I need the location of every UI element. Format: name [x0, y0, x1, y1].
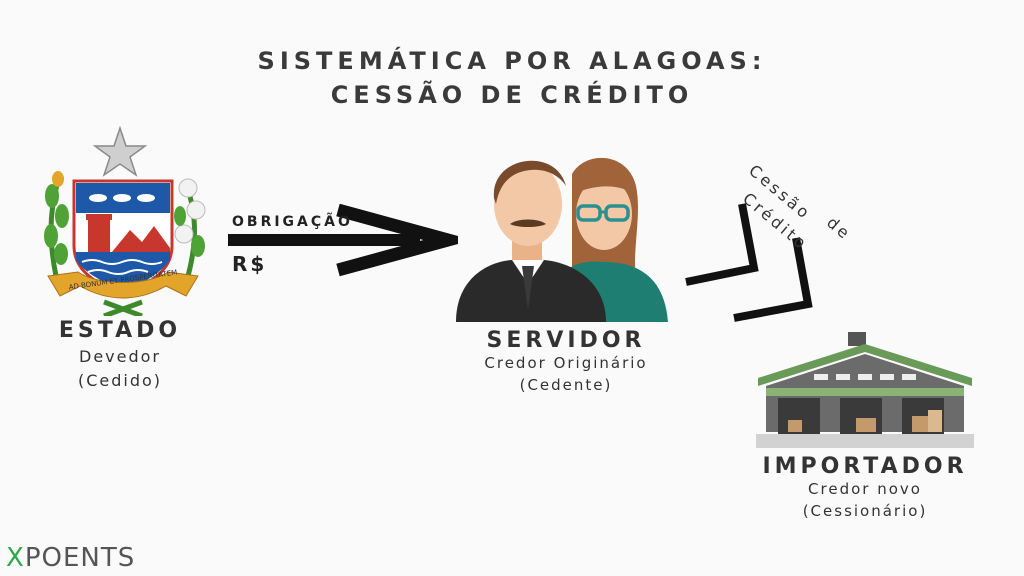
importador-sub-1: Credor novo [752, 478, 978, 500]
title-line-2: CESSÃO DE CRÉDITO [0, 78, 1024, 112]
cessao-word-2: de [822, 212, 856, 246]
arrow-top-label: OBRIGAÇÃO [232, 214, 353, 230]
brand-first: X [6, 543, 25, 573]
page-title: SISTEMÁTICA POR ALAGOAS: CESSÃO DE CRÉDI… [0, 44, 1024, 112]
estado-sub-1: Devedor [40, 346, 200, 368]
warehouse-icon [752, 330, 978, 452]
servidor-sub-2: (Cedente) [446, 374, 686, 396]
brand-rest: POENTS [25, 543, 135, 573]
estado-label: ESTADO [40, 318, 200, 343]
title-line-1: SISTEMÁTICA POR ALAGOAS: [0, 44, 1024, 78]
servidor-label: SERVIDOR [466, 328, 666, 353]
servidor-people-icon [456, 142, 670, 324]
servidor-sub-1: Credor Originário [446, 352, 686, 374]
importador-sub-2: (Cessionário) [752, 500, 978, 522]
xpoents-logo: XPOENTS [6, 543, 135, 573]
estado-sub-2: (Cedido) [40, 370, 200, 392]
importador-label: IMPORTADOR [752, 454, 978, 479]
arrow-bottom-label: R$ [232, 252, 267, 276]
